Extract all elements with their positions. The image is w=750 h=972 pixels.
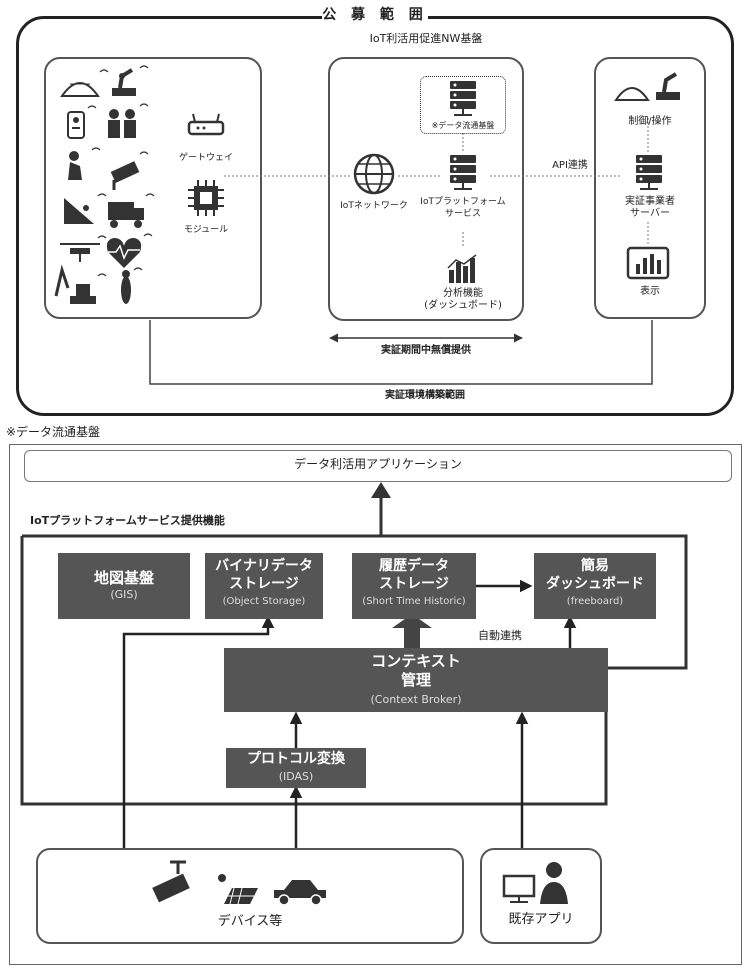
analysis-chart-icon: [447, 254, 477, 283]
user-computer-icon: [502, 862, 568, 904]
server-icon: [450, 81, 476, 116]
solar-panel-icon: [218, 874, 258, 905]
truck-icon: [108, 202, 144, 228]
platform-service-line2: サービス: [444, 209, 481, 219]
env-scope-label: 実証環境構築範囲: [385, 390, 465, 401]
analysis-line2: (ダッシュボード): [424, 300, 502, 311]
history-title-2: ストレージ: [379, 576, 449, 592]
chip-module-icon: [188, 180, 224, 216]
drone-icon: [60, 243, 100, 262]
iot-network-label: IoTネットワーク: [340, 201, 408, 211]
surveillance-camera-icon: [152, 860, 190, 903]
binary-title-1: バイナリデータ: [215, 558, 313, 574]
elderly-person-icon: [68, 151, 82, 180]
dashboard-box: 簡易 ダッシュボード (freeboard): [534, 553, 656, 619]
history-title-1: 履歴データ: [379, 558, 449, 574]
tablet-display-icon: [626, 246, 670, 280]
gis-title: 地図基盤: [93, 569, 154, 587]
globe-network-icon: [353, 153, 395, 195]
protocol-box: プロトコル変換 (IDAS): [226, 748, 366, 788]
context-broker-box: コンテキスト 管理 (Context Broker): [224, 648, 608, 712]
dashboard-title-2: ダッシュボード: [546, 576, 644, 592]
context-sub: (Context Broker): [370, 693, 462, 706]
greenhouse-robot-icon: [614, 72, 680, 101]
car-icon: [274, 880, 326, 906]
gateway-label: ゲートウェイ: [178, 153, 233, 163]
landslide-icon: [64, 198, 94, 224]
protocol-title: プロトコル変換: [247, 751, 345, 767]
people-icon: [108, 109, 136, 138]
data-hub-label: ※データ流通基盤: [431, 121, 495, 130]
devices-label: デバイス等: [217, 914, 283, 929]
auto-link-label: 自動連携: [478, 629, 522, 642]
operator-server-label: 実証事業者 サーバー: [600, 196, 700, 220]
binary-sub: (Object Storage): [222, 596, 306, 607]
operator-server-line2: サーバー: [630, 208, 670, 219]
operator-server-line1: 実証事業者: [625, 196, 675, 207]
control-label: 制御/操作: [628, 116, 672, 127]
existing-app-box: [480, 848, 602, 944]
free-period-label: 実証期間中無償提供: [381, 345, 471, 356]
router-gateway-icon: [187, 113, 225, 136]
dashboard-title-1: 簡易: [581, 558, 609, 574]
history-sub: (Short Time Historic): [362, 596, 466, 607]
history-storage-box: 履歴データ ストレージ (Short Time Historic): [352, 553, 476, 619]
device-panel: [44, 57, 262, 319]
context-title-2: 管理: [400, 671, 431, 689]
top-connectors: [149, 118, 653, 385]
sensor-icon: [67, 111, 85, 139]
animal-icon: [121, 270, 131, 304]
gis-sub: (GIS): [110, 588, 138, 601]
binary-title-2: ストレージ: [229, 576, 299, 592]
platform-service-label: IoTプラットフォーム サービス: [420, 196, 506, 220]
dashboard-sub: (freeboard): [566, 596, 624, 607]
platform-service-line1: IoTプラットフォーム: [420, 197, 506, 207]
analysis-label: 分析機能 (ダッシュボード): [420, 288, 506, 312]
greenhouse-icon: [60, 82, 100, 97]
data-hub-frame: [9, 444, 742, 965]
heart-rate-icon: [106, 238, 142, 268]
display-label: 表示: [640, 286, 660, 297]
security-camera-icon: [110, 161, 140, 190]
binary-storage-box: バイナリデータ ストレージ (Object Storage): [205, 553, 323, 619]
device-icons: [54, 65, 155, 304]
data-hub-box: [420, 76, 506, 134]
module-label: モジュール: [183, 225, 229, 235]
analysis-line1: 分析機能: [443, 288, 483, 299]
public-scope-title: 公 募 範 囲: [322, 5, 428, 25]
api-link-label: API連携: [552, 160, 588, 171]
robot-arm-icon: [112, 68, 136, 96]
data-app-bar: [24, 450, 732, 482]
nw-platform-title: IoT利活用促進NW基盤: [369, 32, 483, 45]
data-hub-note: ※データ流通基盤: [6, 425, 101, 439]
server-icon: [450, 155, 476, 190]
features-title: IoTプラットフォームサービス提供機能: [30, 514, 225, 527]
protocol-sub: (IDAS): [278, 770, 314, 783]
device-icons-row: [152, 860, 326, 906]
context-title-1: コンテキスト: [371, 652, 461, 670]
data-app-label: データ利活用アプリケーション: [294, 457, 462, 471]
gis-box: 地図基盤 (GIS): [58, 553, 190, 619]
server-icon: [636, 155, 662, 190]
existing-app-label: 既存アプリ: [508, 912, 574, 927]
excavator-icon: [54, 264, 96, 304]
